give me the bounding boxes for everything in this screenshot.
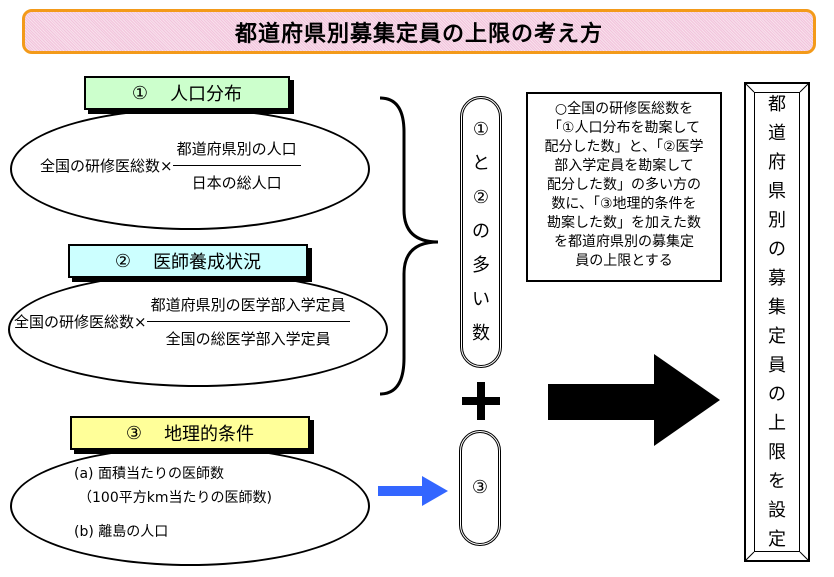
factor-3-pill: ③ [459, 430, 501, 546]
explanation-note: ○全国の研修医総数を 「①人口分布を勘案して 配分した数」と、「②医学 部入学定… [526, 92, 722, 282]
fraction: 都道府県別の人口 日本の総人口 [172, 138, 301, 193]
pill-char: ② [472, 187, 490, 208]
pill-char: の [472, 221, 490, 242]
factor-2-formula: 全国の研修医総数× 都道府県別の医学部入学定員 全国の総医学部入学定員 [14, 294, 350, 349]
result-char: 定 [768, 529, 786, 550]
result-char: 集 [768, 297, 786, 318]
factor-1-ellipse: 全国の研修医総数× 都道府県別の人口 日本の総人口 [10, 108, 370, 230]
numerator: 都道府県別の医学部入学定員 [146, 294, 350, 322]
max-of-1-2-pill: ① と ② の 多 い 数 [460, 96, 502, 368]
result-char: 道 [768, 123, 786, 144]
result-char: 都 [768, 94, 786, 115]
result-box: 都 道 府 県 別 の 募 集 定 員 の 上 限 を 設 定 [744, 82, 810, 562]
note-line: ○全国の研修医総数を [554, 101, 694, 117]
formula-prefix: 全国の研修医総数× [40, 157, 173, 175]
note-line: 数に、「③地理的条件を [551, 196, 697, 212]
factor-number: ① [131, 82, 149, 104]
factor-2-ellipse: 全国の研修医総数× 都道府県別の医学部入学定員 全国の総医学部入学定員 [8, 272, 388, 387]
result-char: 設 [768, 500, 786, 521]
result-char: 上 [768, 413, 786, 434]
factor-title: 人口分布 [170, 84, 243, 105]
numerator: 都道府県別の人口 [172, 138, 301, 166]
result-char: の [768, 239, 786, 260]
pill-char: ③ [471, 477, 489, 498]
factor-title: 医師養成状況 [153, 252, 262, 273]
bevel-frame-icon [746, 84, 808, 560]
geo-item-a-detail: （100平方km当たりの医師数) [78, 490, 272, 506]
result-char: 別 [768, 210, 786, 231]
pill-char: い [472, 289, 490, 310]
result-char: 府 [768, 152, 786, 173]
factor-number: ③ [125, 422, 143, 444]
denominator: 全国の総医学部入学定員 [165, 330, 331, 348]
result-char: 県 [768, 181, 786, 202]
blue-arrow-icon [378, 476, 448, 506]
geo-item-a: (a) 面積当たりの医師数 [74, 466, 224, 482]
factor-3-label: ③ 地理的条件 [70, 416, 310, 450]
factor-3-items: (a) 面積当たりの医師数 （100平方km当たりの医師数) (b) 離島の人口 [74, 462, 272, 544]
geo-item-b: (b) 離島の人口 [74, 524, 169, 540]
note-line: 員の上限とする [575, 253, 673, 269]
factor-3-ellipse: (a) 面積当たりの医師数 （100平方km当たりの医師数) (b) 離島の人口 [10, 446, 370, 566]
note-line: 「①人口分布を勘案して [547, 120, 701, 136]
factor-2-label: ② 医師養成状況 [68, 244, 308, 278]
note-line: を都道府県別の募集定 [554, 234, 694, 250]
pill-char: と [472, 153, 490, 174]
result-char: 限 [768, 442, 786, 463]
factor-1-formula: 全国の研修医総数× 都道府県別の人口 日本の総人口 [40, 138, 301, 193]
curly-brace-icon [379, 96, 439, 396]
factor-1-label: ① 人口分布 [84, 76, 290, 110]
big-black-arrow-icon [548, 354, 720, 446]
title-banner: 都道府県別募集定員の上限の考え方 [22, 9, 816, 54]
formula-prefix: 全国の研修医総数× [14, 313, 147, 331]
pill-char: 数 [472, 323, 490, 344]
factor-title: 地理的条件 [164, 424, 255, 445]
pill-char: 多 [472, 255, 490, 276]
factor-number: ② [114, 250, 132, 272]
note-line: 部入学定員を勘案して [554, 158, 694, 174]
page-title: 都道府県別募集定員の上限の考え方 [234, 21, 603, 47]
denominator: 日本の総人口 [191, 174, 282, 192]
result-char: の [768, 384, 786, 405]
note-line: 勘案した数」を加えた数 [547, 215, 701, 231]
result-char: 員 [768, 355, 786, 376]
pill-char: ① [472, 119, 490, 140]
result-char: 定 [768, 326, 786, 347]
note-line: 配分した数」と、「②医学 [544, 139, 704, 155]
result-char: を [768, 471, 786, 492]
result-text: 都 道 府 県 別 の 募 集 定 員 の 上 限 を 設 定 [754, 92, 800, 552]
result-char: 募 [768, 268, 786, 289]
fraction: 都道府県別の医学部入学定員 全国の総医学部入学定員 [146, 294, 350, 349]
note-line: 配分した数」の多い方の [547, 177, 701, 193]
plus-icon [462, 382, 500, 420]
